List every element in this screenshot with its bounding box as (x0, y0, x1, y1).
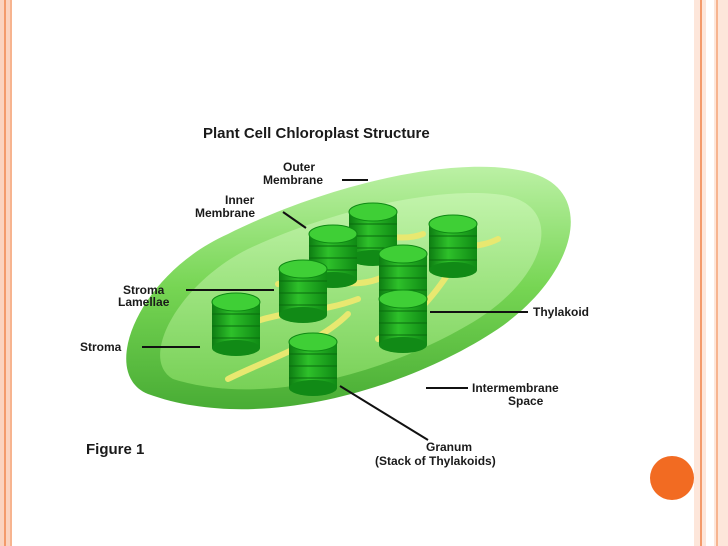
label-outer-membrane-1: Outer (283, 160, 315, 174)
pointer-inner-membrane (282, 211, 307, 229)
label-inner-membrane-2: Membrane (195, 206, 255, 220)
label-stroma-lamellae-1: Stroma (123, 283, 165, 297)
label-granum-1: Granum (426, 440, 472, 454)
label-inner-membrane-1: Inner (225, 193, 255, 207)
orange-circle-decoration (650, 456, 694, 500)
label-stroma-lamellae-2: Lamellae (118, 295, 170, 309)
label-stroma: Stroma (80, 340, 122, 354)
label-intermembrane-2: Space (508, 394, 544, 408)
slide-right-border (694, 0, 728, 546)
label-granum-2: (Stack of Thylakoids) (375, 454, 496, 468)
chloroplast-diagram: Plant Cell Chloroplast Structure Outer M… (80, 125, 589, 468)
label-intermembrane-1: Intermembrane (472, 381, 559, 395)
label-outer-membrane-2: Membrane (263, 173, 323, 187)
label-thylakoid: Thylakoid (533, 305, 589, 319)
chloroplast-figure: Plant Cell Chloroplast Structure Outer M… (78, 124, 616, 472)
diagram-title: Plant Cell Chloroplast Structure (203, 125, 430, 142)
slide-left-border (0, 0, 12, 546)
pointer-granum (339, 385, 429, 441)
figure-label: Figure 1 (86, 441, 144, 458)
